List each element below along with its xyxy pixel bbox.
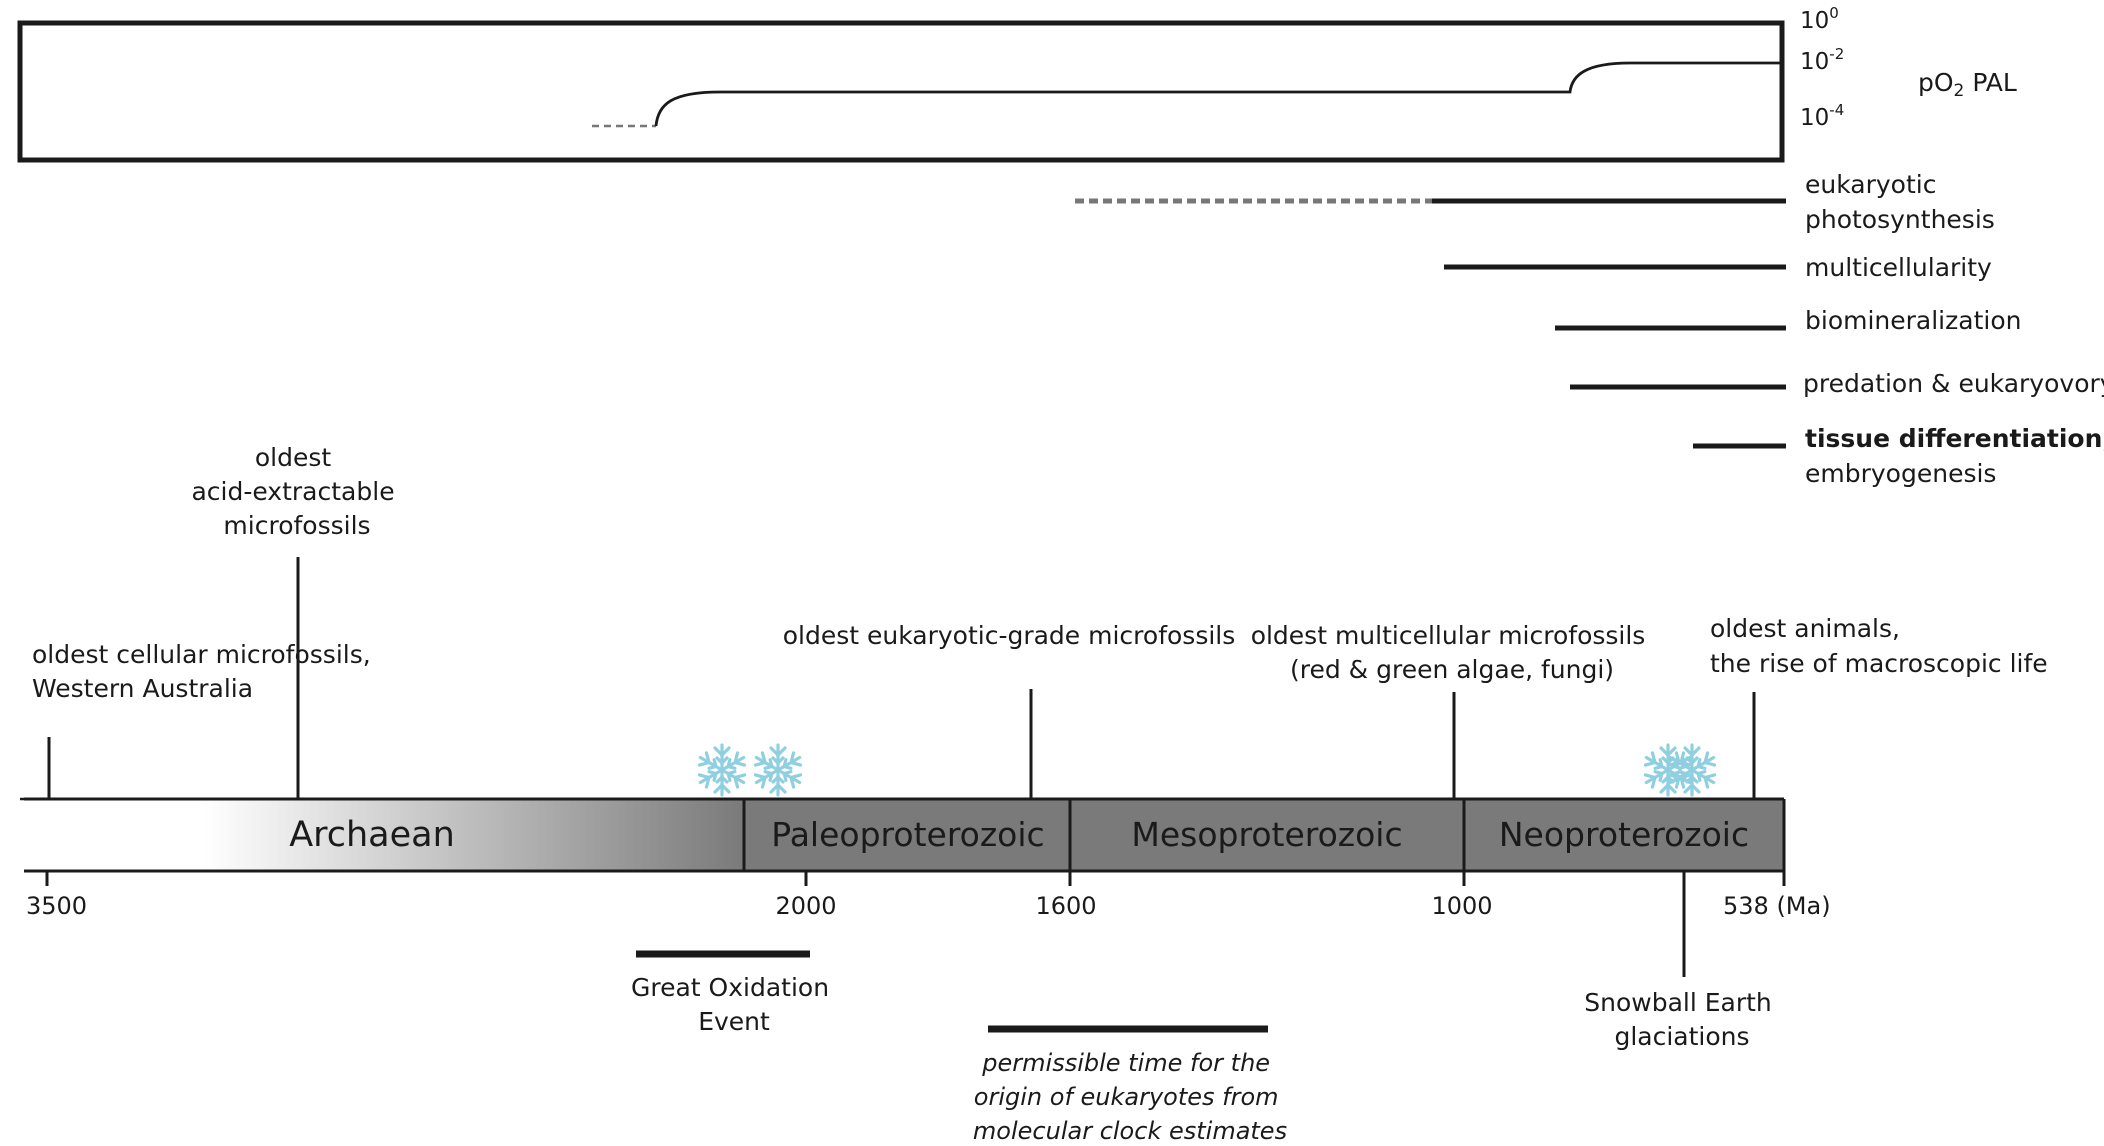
innovation-label-eukaryotic-photosynthesis: eukaryotic photosynthesis: [1805, 170, 1995, 234]
event-label-eukaryotic-grade-microfossils: oldest eukaryotic-grade microfossils: [783, 621, 1236, 650]
event-label-snowball-earth: Snowball Earth glaciations: [1584, 988, 1779, 1051]
era-label-archaean: Archaean: [289, 815, 455, 855]
snowflake-icon: [1643, 745, 1693, 795]
era-paleoproterozoic: [744, 799, 1070, 871]
event-label-multicellular-microfossils: oldest multicellular microfossils (red &…: [1251, 621, 1654, 684]
snowflake-icon: [1667, 745, 1717, 795]
axis-tick-label: 1600: [1035, 892, 1096, 920]
axis-tick-label: 538 (Ma): [1723, 892, 1831, 920]
event-label-oldest-cellular-microfossils: oldest cellular microfossils, Western Au…: [32, 640, 379, 703]
oxygen-tick-label: 10-2: [1800, 45, 1844, 75]
snowflake-icon: [697, 745, 747, 795]
event-label-great-oxidation: Great Oxidation Event: [631, 973, 837, 1036]
oxygen-tick-label: 100: [1800, 4, 1839, 34]
event-label-acid-extractable-microfossils: oldest acid-extractable microfossils: [191, 443, 402, 540]
era-label-neoproterozoic: Neoproterozoic: [1499, 815, 1749, 854]
oxygen-tick-label: 10-4: [1800, 101, 1844, 131]
axis-tick-label: 1000: [1431, 892, 1492, 920]
era-archaean: [24, 799, 744, 871]
era-label-paleoproterozoic: Paleoproterozoic: [771, 815, 1044, 854]
event-label-oldest-animals: oldest animals, the rise of macroscopic …: [1710, 614, 2048, 678]
innovation-label-multicellularity: multicellularity: [1805, 253, 1992, 282]
innovation-label-predation: predation & eukaryovory: [1803, 369, 2104, 398]
oxygen-curve: [654, 61, 1782, 127]
innovation-label-biomineralization: biomineralization: [1805, 306, 2021, 335]
era-label-mesoproterozoic: Mesoproterozoic: [1131, 815, 1402, 854]
era-neoproterozoic: [1464, 799, 1784, 871]
axis-tick-label: 2000: [775, 892, 836, 920]
event-label-molecular-clock: permissible time for the origin of eukar…: [973, 1049, 1287, 1145]
era-mesoproterozoic: [1070, 799, 1464, 871]
oxygen-panel-frame: [17, 20, 1785, 163]
oxygen-axis-label: pO2 PAL: [1918, 68, 2017, 101]
axis-tick-label: 3500: [26, 892, 87, 920]
snowflake-icon: [753, 745, 803, 795]
innovation-label-tissue-differentiation: tissue differentiation, embryogenesis: [1805, 424, 2104, 488]
